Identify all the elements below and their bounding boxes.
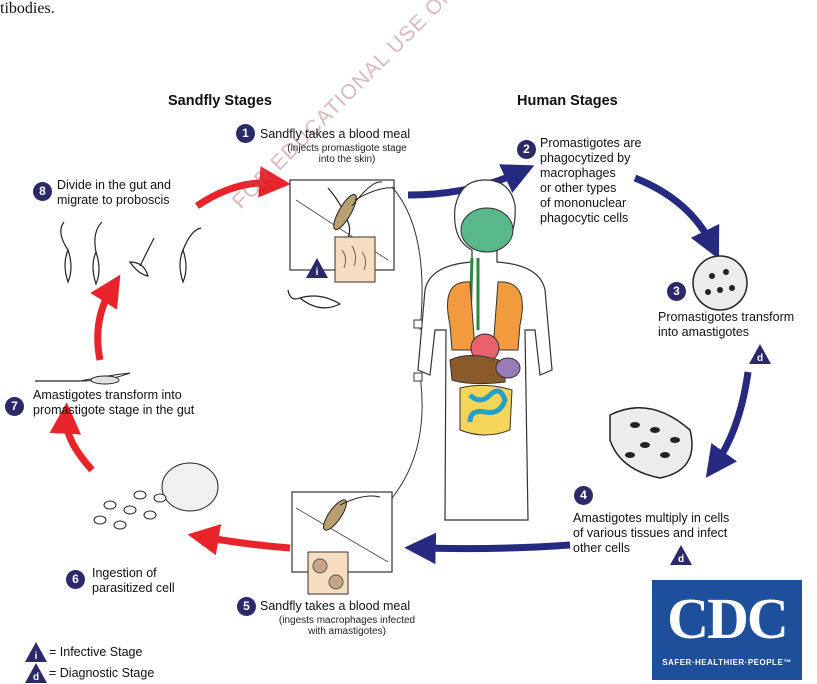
svg-text:i: i (316, 267, 319, 278)
step-2-number: 2 (517, 140, 536, 159)
step-1-number: 1 (236, 124, 255, 143)
sandfly-bite-inset-2 (292, 492, 392, 594)
diagnostic-badge-step-3: d (749, 344, 771, 364)
legend-infective-icon: i (25, 642, 47, 662)
step-5-number: 5 (237, 597, 256, 616)
legend-infective-label: = Infective Stage (49, 645, 142, 660)
step-7-number: 7 (5, 397, 24, 416)
step-4-line-3: other cells (573, 541, 630, 556)
step-7-line-1: Amastigotes transform into (33, 388, 182, 403)
step-3-line-1: Promastigotes transform (658, 310, 794, 325)
step-4-line-1: Amastigotes multiply in cells (573, 511, 729, 526)
arrow-5-to-6 (203, 537, 290, 548)
infected-tissue-cell-4 (610, 408, 692, 478)
arrow-4-to-5 (420, 545, 570, 549)
step-2-line-5: of mononuclear (540, 196, 626, 211)
arrow-6-to-7 (66, 418, 92, 470)
heading-sandfly-stages: Sandfly Stages (168, 93, 272, 109)
svg-text:d: d (33, 672, 39, 683)
cdc-logo: CDC SAFER·HEALTHIER·PEOPLE™ (652, 580, 802, 680)
step-3-number: 3 (667, 282, 686, 301)
cdc-logo-tagline: SAFER·HEALTHIER·PEOPLE™ (652, 658, 802, 667)
step-8-line-1: Divide in the gut and (57, 178, 171, 193)
step-3-line-2: into amastigotes (658, 325, 749, 340)
parasitized-cells-6 (94, 463, 218, 529)
macrophage-stage-3 (693, 256, 747, 310)
step-4-number: 4 (574, 486, 593, 505)
step-1-text: Sandfly takes a blood meal (260, 127, 410, 142)
step-2-line-6: phagocytic cells (540, 211, 628, 226)
step-2-line-1: Promastigotes are (540, 136, 641, 151)
cdc-logo-letters: CDC (652, 584, 802, 654)
step-5-text: Sandfly takes a blood meal (260, 599, 410, 614)
step-6-number: 6 (66, 570, 85, 589)
step-7-line-2: promastigote stage in the gut (33, 403, 194, 418)
step-4-line-2: of various tissues and infect (573, 526, 727, 541)
svg-text:d: d (757, 353, 763, 364)
step-6-line-1: Ingestion of (92, 566, 157, 581)
step-5-subtext-2: with amastigotes) (262, 626, 432, 637)
inset-connector-lines (392, 187, 422, 498)
human-body-figure (418, 180, 552, 520)
step-2-line-2: phagocytized by (540, 151, 630, 166)
heading-human-stages: Human Stages (517, 93, 618, 109)
svg-text:i: i (35, 651, 38, 662)
promastigote-stage-7 (35, 373, 130, 384)
step-5-subtext-1: (ingests macrophages infected (262, 615, 432, 626)
cut-off-text: tibodies. (0, 0, 55, 18)
step-2-line-3: macrophages (540, 166, 616, 181)
infective-badge-step-1: i (306, 258, 328, 278)
svg-text:d: d (678, 554, 684, 565)
step-8-line-2: migrate to proboscis (57, 193, 170, 208)
legend-diagnostic-label: = Diagnostic Stage (49, 666, 154, 681)
diagnostic-badge-step-4: d (670, 545, 692, 565)
arrow-2-to-3 (635, 178, 712, 245)
step-8-number: 8 (33, 182, 52, 201)
step-1-subtext-1: (injects promastigote stage (262, 143, 432, 154)
step-2-line-4: or other types (540, 181, 616, 196)
step-1-subtext-2: into the skin) (262, 154, 432, 165)
arrow-3-to-4 (715, 372, 748, 465)
legend-diagnostic-icon: d (25, 663, 47, 683)
step-6-line-2: parasitized cell (92, 581, 175, 596)
arrow-7-to-8 (98, 288, 112, 360)
